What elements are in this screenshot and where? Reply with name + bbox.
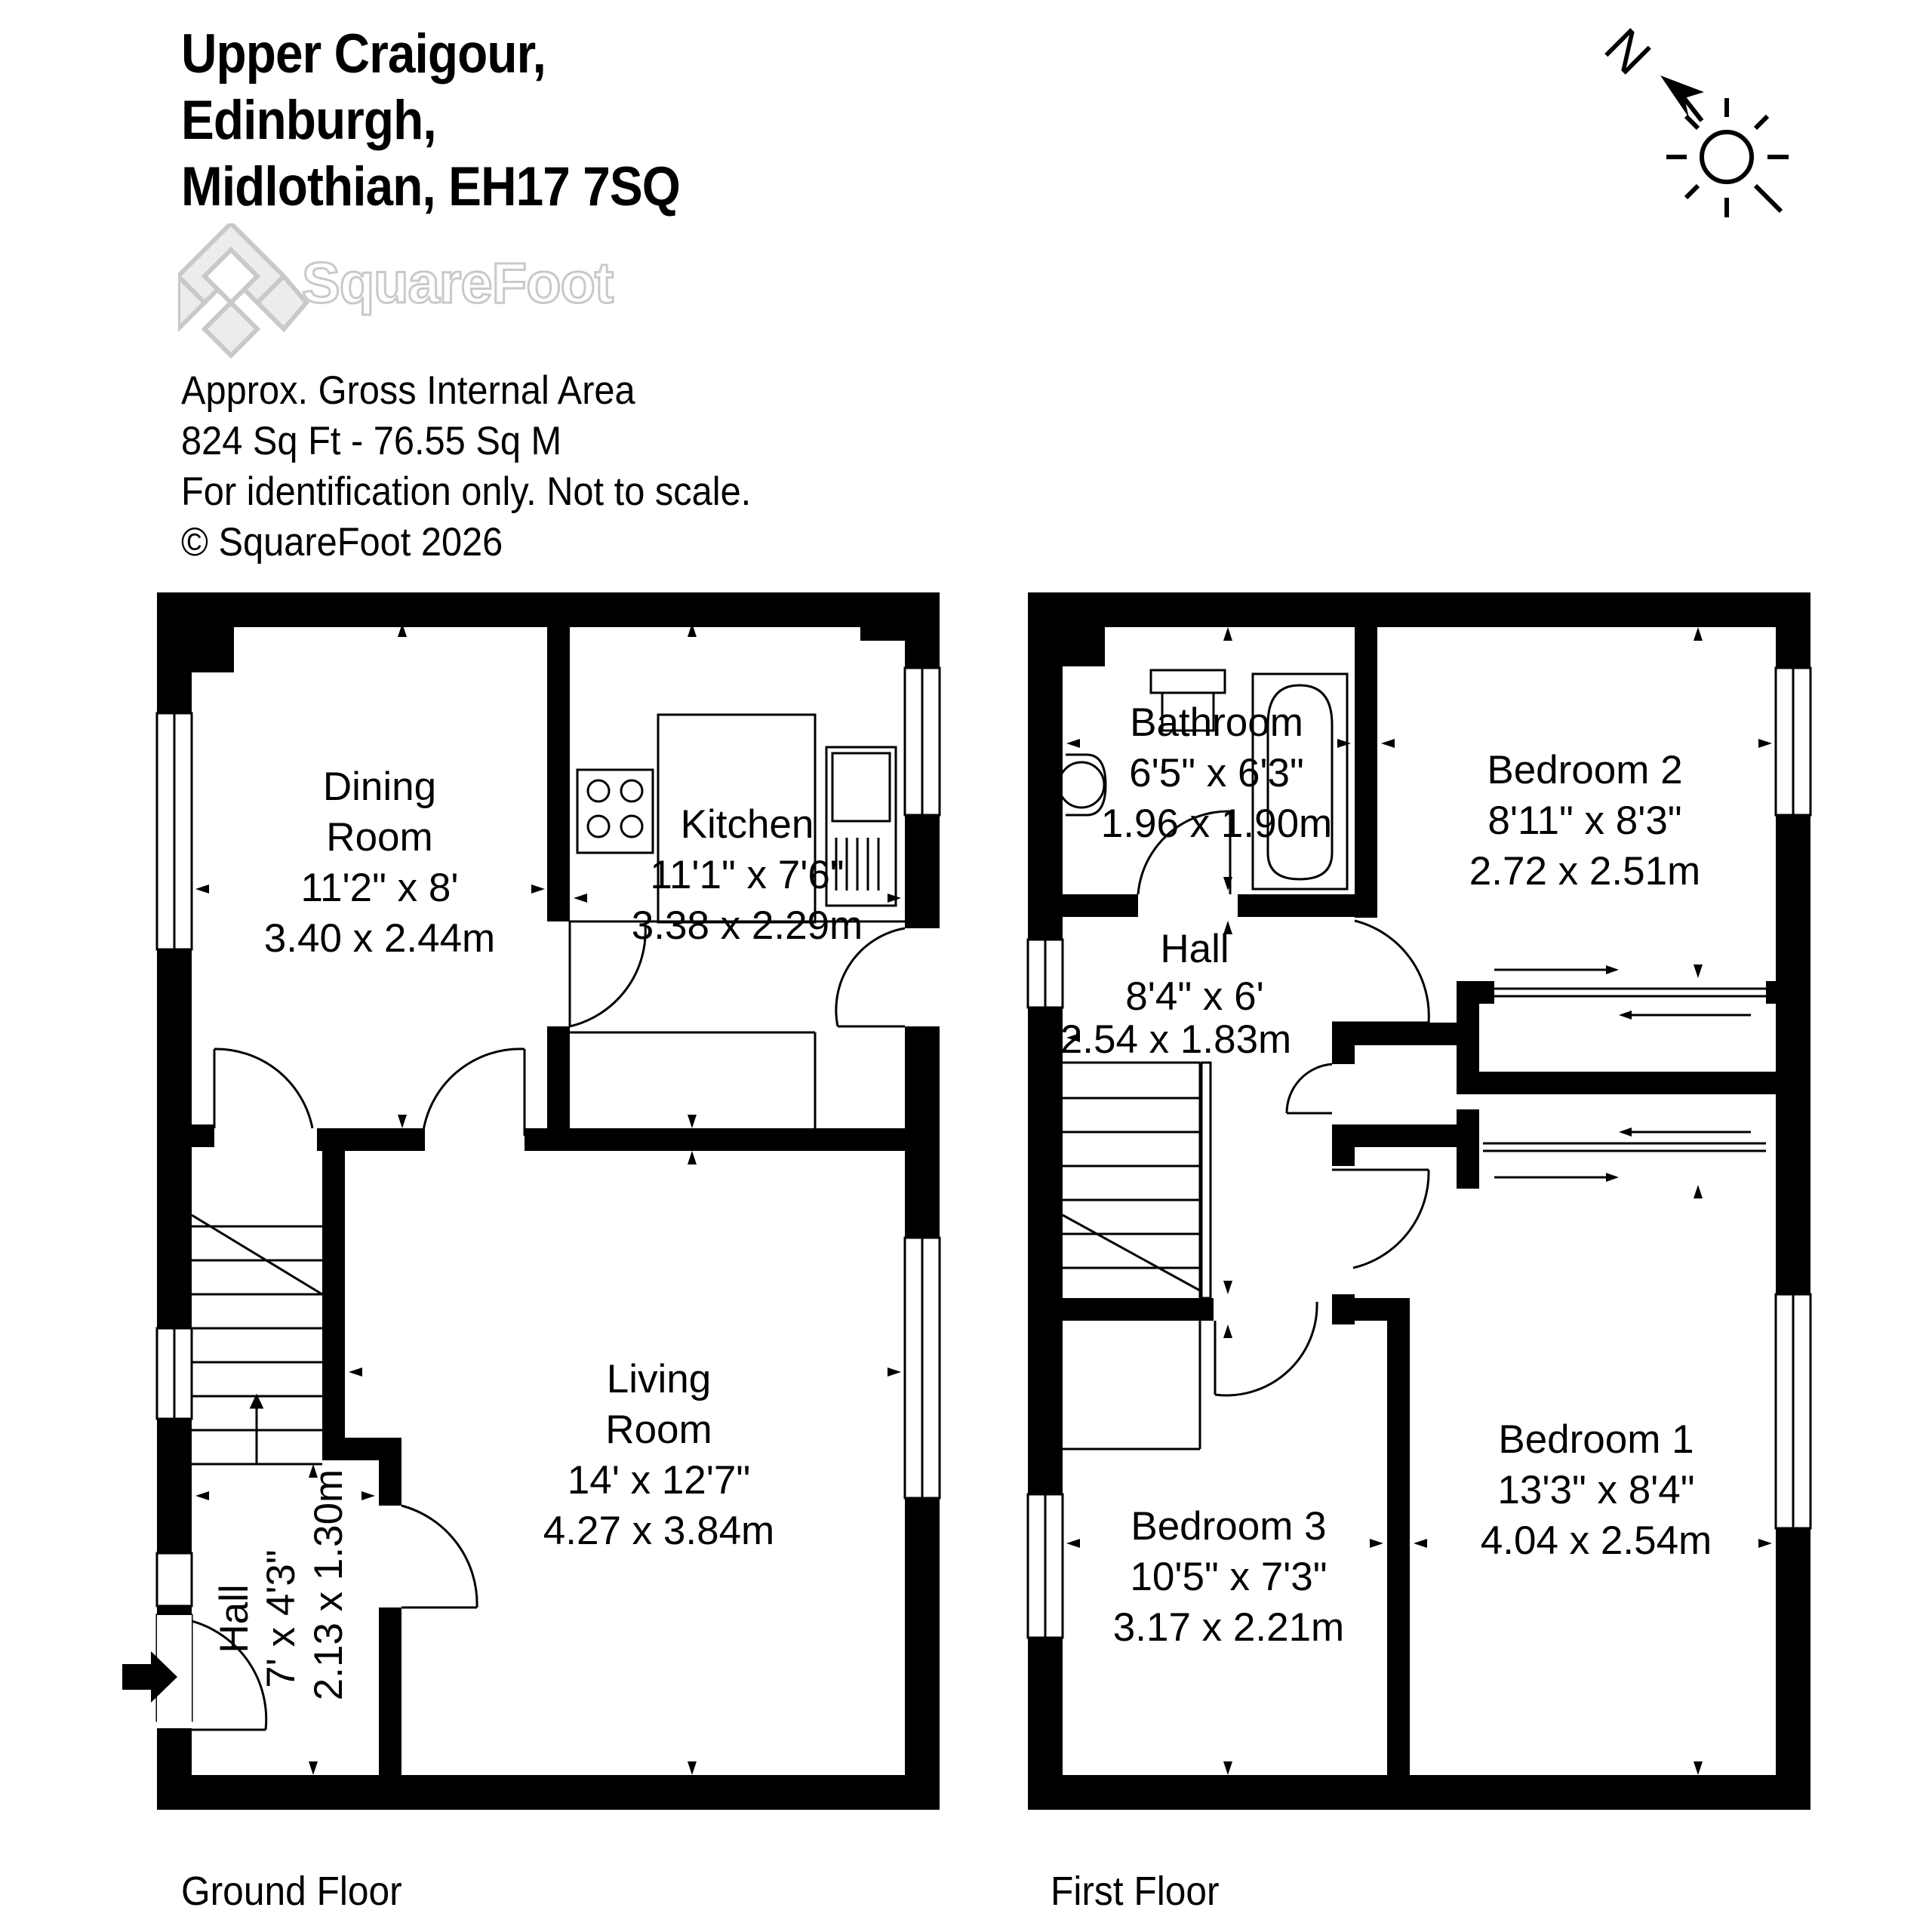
copyright: © SquareFoot 2026 <box>181 520 503 565</box>
north-arrow-sun-icon: N <box>1594 23 1789 217</box>
ground-floor-room-labels: Dining Room 11'2" x 8' 3.40 x 2.44m Kitc… <box>212 764 863 1700</box>
ff-hall-metric: 2.54 x 1.83m <box>1060 1017 1291 1062</box>
first-floor-room-labels: Bathroom 6'5" x 6'3" 1.96 x 1.90m Bedroo… <box>1060 700 1712 1650</box>
first-floor-label: First Floor <box>1051 1869 1220 1914</box>
disclaimer: For identification only. Not to scale. <box>181 469 752 514</box>
ff-hall-name: Hall <box>1160 927 1229 971</box>
first-floor-stairs <box>1062 1061 1212 1451</box>
first-floor-doors <box>1137 810 1430 1397</box>
first-floor-dimension-arrows <box>1066 627 1772 1775</box>
address-line-1: Upper Craigour, <box>181 23 546 85</box>
dining-room-name-2: Room <box>326 815 432 860</box>
kitchen-name: Kitchen <box>681 802 814 847</box>
bedroom-3-imperial: 10'5" x 7'3" <box>1130 1555 1327 1599</box>
bathroom-metric: 1.96 x 1.90m <box>1101 801 1332 846</box>
bedroom-1-metric: 4.04 x 2.54m <box>1481 1518 1712 1563</box>
living-room-name: Living <box>607 1357 711 1401</box>
entrance-arrow-icon <box>122 1651 177 1703</box>
property-address: Upper Craigour, Edinburgh, Midlothian, E… <box>181 21 1064 220</box>
dining-room-imperial: 11'2" x 8' <box>301 866 459 910</box>
address-line-2: Edinburgh, <box>181 90 437 151</box>
wardrobe-sliding-doors <box>1483 968 1766 1179</box>
dining-room-metric: 3.40 x 2.44m <box>264 916 495 961</box>
bathroom-name: Bathroom <box>1130 700 1303 745</box>
area-info: Approx. Gross Internal Area 824 Sq Ft - … <box>181 365 751 568</box>
address-line-3: Midlothian, EH17 7SQ <box>181 156 681 217</box>
ff-hall-imperial: 8'4" x 6' <box>1125 974 1263 1019</box>
ground-floor-label: Ground Floor <box>181 1869 402 1914</box>
logo-wordmark: SquareFoot <box>300 251 614 317</box>
squarefoot-logo-icon <box>178 223 309 359</box>
ground-floor-dimension-arrows <box>195 623 901 1775</box>
dining-room-name: Dining <box>323 764 436 809</box>
area-value: 824 Sq Ft - 76.55 Sq M <box>181 419 562 463</box>
kitchen-imperial: 11'1" x 7'6" <box>650 853 844 897</box>
ground-floor-doors <box>191 921 906 1731</box>
kitchen-metric: 3.38 x 2.29m <box>632 903 863 948</box>
bathroom-fittings <box>1057 669 1349 891</box>
bedroom-2-imperial: 8'11" x 8'3" <box>1487 798 1681 843</box>
gf-hall-name: Hall <box>212 1584 257 1653</box>
bedroom-3-metric: 3.17 x 2.21m <box>1113 1605 1344 1650</box>
kitchen-fittings <box>570 713 905 1128</box>
ground-floor-stairs <box>191 1214 323 1466</box>
bedroom-3-name: Bedroom 3 <box>1131 1504 1326 1549</box>
living-room-name-2: Room <box>605 1407 712 1452</box>
bedroom-2-metric: 2.72 x 2.51m <box>1469 849 1700 894</box>
gf-hall-metric: 2.13 x 1.30m <box>306 1469 351 1700</box>
bedroom-1-imperial: 13'3" x 8'4" <box>1497 1468 1694 1512</box>
gf-hall-imperial: 7' x 4'3" <box>259 1549 303 1687</box>
bedroom-1-name: Bedroom 1 <box>1498 1417 1694 1462</box>
bedroom-2-name: Bedroom 2 <box>1487 748 1682 792</box>
first-floor-plan: Bathroom 6'5" x 6'3" 1.96 x 1.90m Bedroo… <box>1026 592 1812 1810</box>
area-title: Approx. Gross Internal Area <box>181 368 635 413</box>
ground-floor-plan: Dining Room 11'2" x 8' 3.40 x 2.44m Kitc… <box>122 592 941 1810</box>
living-room-imperial: 14' x 12'7" <box>568 1458 750 1503</box>
living-room-metric: 4.27 x 3.84m <box>543 1509 774 1553</box>
bathroom-imperial: 6'5" x 6'3" <box>1129 751 1304 795</box>
